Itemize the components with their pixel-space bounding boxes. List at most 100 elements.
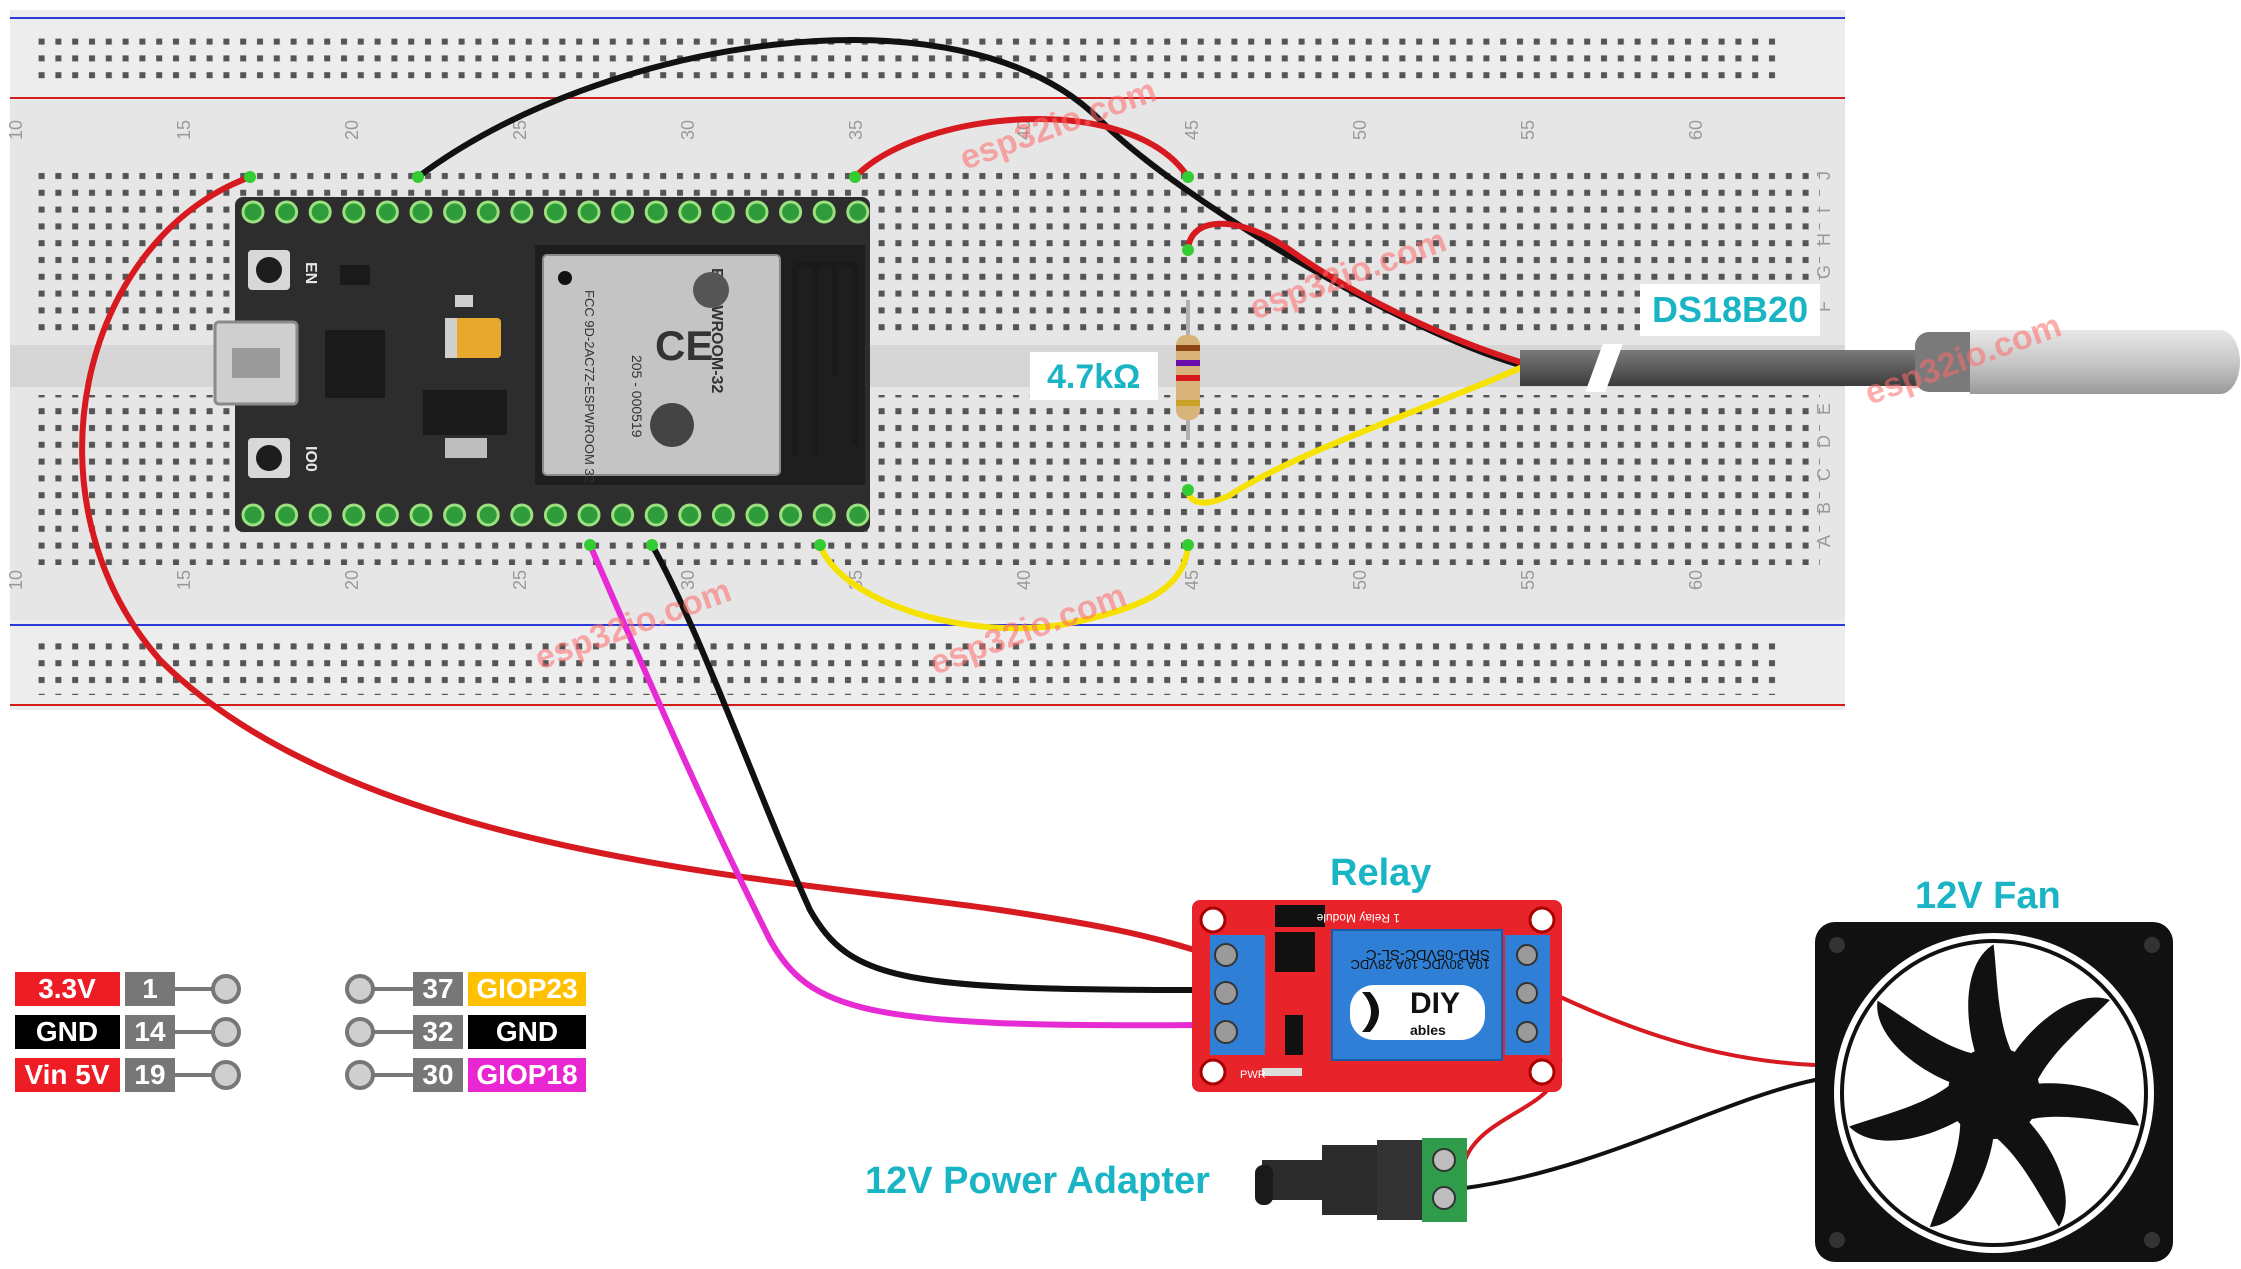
row-letter: B	[1814, 502, 1834, 514]
header-pin	[846, 200, 870, 224]
component-labels: DS18B20 4.7kΩ Relay 12V Fan 12V Power Ad…	[865, 284, 2061, 1202]
pin-number: 1	[142, 973, 158, 1004]
header-pin	[510, 200, 534, 224]
pin-number: 32	[422, 1016, 453, 1047]
brand-bottom: ables	[1410, 1022, 1446, 1038]
wire-end-dot	[584, 539, 596, 551]
header-pin	[308, 503, 332, 527]
pin-number-box	[413, 1058, 463, 1092]
header-pin	[375, 200, 399, 224]
pin-connector	[211, 1060, 241, 1090]
column-number: 30	[678, 120, 698, 140]
header-pin	[275, 200, 299, 224]
header-pin	[846, 503, 870, 527]
wire-red-sensor	[1185, 220, 1523, 365]
header-pin	[241, 503, 265, 527]
diyables-logo	[1350, 985, 1485, 1040]
pin-name-box	[468, 972, 586, 1006]
wire-end-dot	[1182, 484, 1194, 496]
relay-module: SRD-05VDC-SL-C 10A 30VDC 10A 28VDC DIY a…	[1192, 900, 1562, 1092]
header-pin	[342, 503, 366, 527]
column-number: 55	[1518, 120, 1538, 140]
header-pin	[476, 200, 500, 224]
cert-id: 205 - 000519	[629, 355, 645, 438]
column-number: 30	[678, 570, 698, 590]
header-pin	[745, 200, 769, 224]
header-pin	[644, 200, 668, 224]
wire-end-dot	[814, 539, 826, 551]
header-pin	[342, 200, 366, 224]
column-number: 10	[6, 570, 26, 590]
row-letter: A	[1814, 535, 1834, 547]
pin-name: GND	[496, 1016, 558, 1047]
header-pin	[375, 503, 399, 527]
wire-red-fan	[1543, 988, 1817, 1067]
wire-red-vin	[79, 174, 1213, 958]
pin-number: 30	[422, 1059, 453, 1090]
pin-name-box	[15, 1015, 120, 1049]
column-number: 20	[342, 570, 362, 590]
pin-name: GND	[36, 1016, 98, 1047]
column-number: 45	[1182, 120, 1202, 140]
adapter-label: 12V Power Adapter	[865, 1160, 1210, 1202]
row-letter: E	[1814, 403, 1834, 415]
column-number: 40	[1014, 120, 1034, 140]
espressif-logo	[650, 403, 694, 447]
header-pin	[577, 503, 601, 527]
column-number: 40	[1014, 570, 1034, 590]
esp32-board: EN IO0 ESP-WROOM-32 FCC 9D-2AC7Z-ESPWROO…	[213, 197, 870, 532]
resistor-label: 4.7kΩ	[1047, 358, 1140, 396]
sensor-label: DS18B20	[1652, 289, 1808, 330]
column-number: 25	[510, 570, 530, 590]
pin-connector	[211, 974, 241, 1004]
column-number: 45	[1182, 570, 1202, 590]
row-letter: D	[1814, 435, 1834, 448]
header-pin	[510, 503, 534, 527]
pwr-label: PWR	[1240, 1069, 1266, 1081]
pin-number: 19	[134, 1059, 165, 1090]
wire-yellow-giop23	[817, 542, 1191, 632]
wire-end-dot	[244, 171, 256, 183]
header-pin	[711, 503, 735, 527]
wire-yellow-sensor	[1185, 365, 1523, 506]
pin-name: Vin 5V	[24, 1059, 109, 1090]
header-pin	[678, 200, 702, 224]
io0-label: IO0	[302, 446, 319, 472]
row-letter: G	[1814, 265, 1834, 279]
pin-connector	[211, 1017, 241, 1047]
column-number: 50	[1350, 120, 1370, 140]
fcc-id: FCC 9D-2AC7Z-ESPWROOM 32	[582, 290, 597, 483]
header-pin	[711, 200, 735, 224]
relay-rating-1: 10A 30VDC 10A 28VDC	[1351, 957, 1490, 972]
wire-end-dot	[1182, 539, 1194, 551]
usb-uart-chip	[325, 330, 385, 398]
resistor	[1176, 300, 1200, 440]
header-pin	[812, 200, 836, 224]
pin-name-box	[15, 972, 120, 1006]
header-pin	[443, 503, 467, 527]
header-pin	[611, 503, 635, 527]
column-number: 60	[1686, 120, 1706, 140]
header-pin	[543, 200, 567, 224]
pin-connector	[345, 1017, 375, 1047]
wire-black-fan	[1463, 1078, 1817, 1190]
header-pin	[409, 200, 433, 224]
pin-number: 14	[134, 1016, 166, 1047]
fan	[1815, 922, 2173, 1262]
pin-name-box	[468, 1015, 586, 1049]
brand-top: DIY	[1410, 987, 1460, 1020]
column-number: 60	[1686, 570, 1706, 590]
column-number: 20	[342, 120, 362, 140]
relay-module-title: 1 Relay Module	[1316, 911, 1400, 925]
power-adapter-jack	[1255, 1138, 1467, 1222]
pin-name-box	[15, 1058, 120, 1092]
pin-name: GIOP18	[476, 1059, 577, 1090]
header-pin	[409, 503, 433, 527]
capacitor	[445, 318, 501, 358]
esp32-pin-row-bottom	[241, 503, 870, 527]
wire-magenta-giop18	[587, 542, 1203, 1029]
pin-number-box	[125, 972, 175, 1006]
en-label: EN	[302, 262, 319, 284]
